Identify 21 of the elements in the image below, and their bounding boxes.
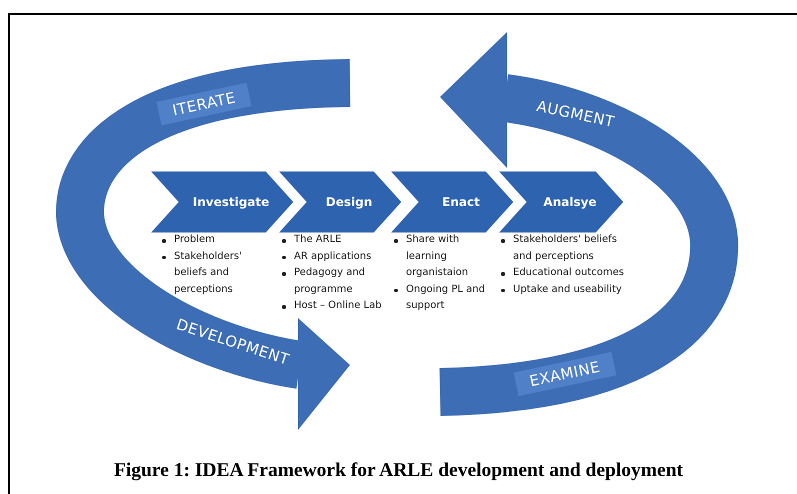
bullet-item: Ongoing PL and support	[406, 284, 485, 311]
bullet-item: Educational outcomes	[513, 267, 624, 278]
chevron-step	[390, 171, 514, 233]
chevron-step	[498, 171, 624, 233]
figure-caption: Figure 1: IDEA Framework for ARLE development and deployment	[112, 460, 684, 482]
chevron-step	[278, 171, 402, 233]
bullet-item: Host – Online Lab	[294, 300, 382, 311]
bullet-item: Uptake and useability	[513, 284, 622, 294]
bullet-item: Stakeholders' beliefs and perceptions	[513, 234, 617, 262]
ribbon-label: AUGMENT	[534, 96, 618, 134]
step-heading: Analsye	[542, 195, 597, 209]
step-heading: Design	[324, 195, 372, 209]
bullet-item: The ARLE	[294, 234, 342, 245]
step-heading: Enact	[441, 195, 480, 209]
bullet-item: Pedagogy and programme	[294, 267, 366, 294]
bullet-item: Share with learning organistaion	[406, 234, 468, 278]
bullet-item: Stakeholders' beliefs and perceptions	[174, 250, 242, 294]
step-heading: Investigate	[192, 195, 270, 209]
bullet-item: AR applications	[294, 250, 372, 262]
bullet-item: Problem	[174, 234, 215, 245]
chevron-step	[150, 171, 294, 233]
